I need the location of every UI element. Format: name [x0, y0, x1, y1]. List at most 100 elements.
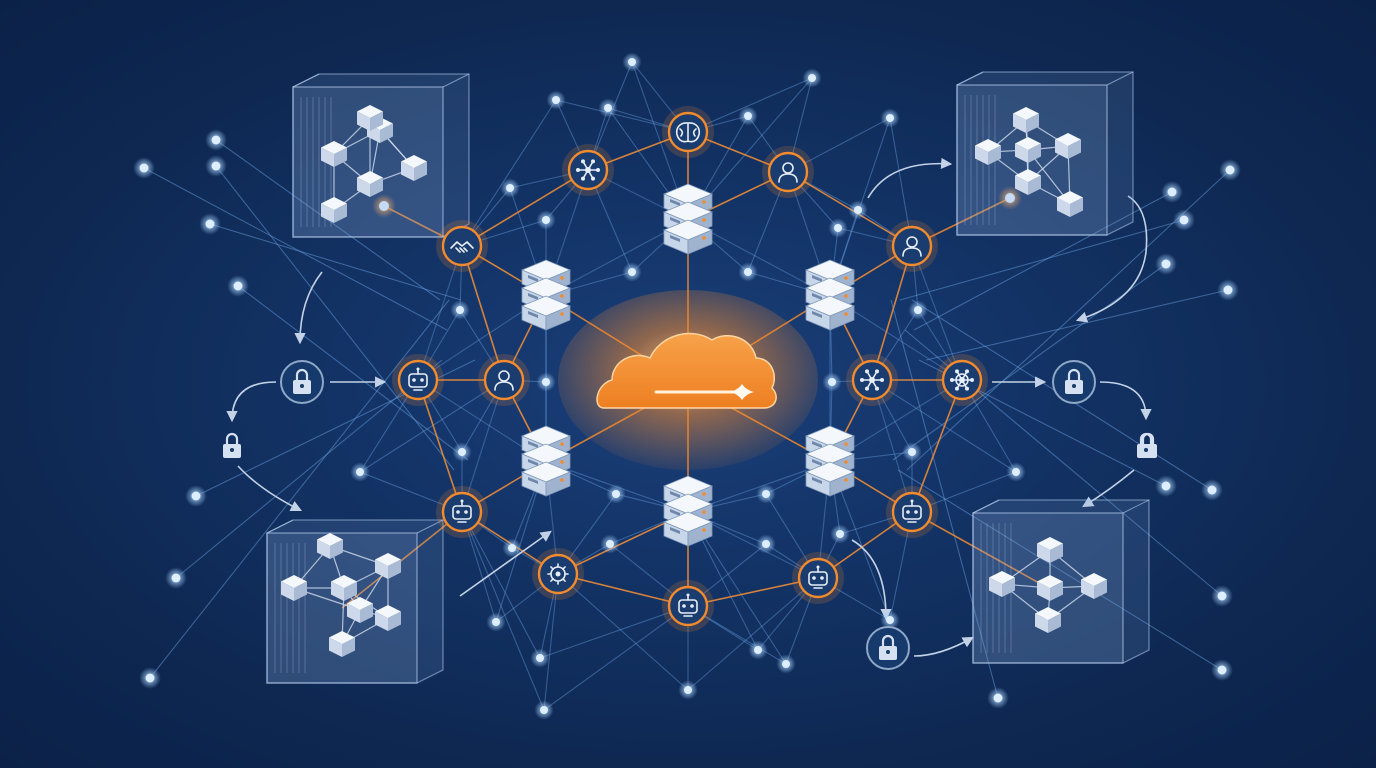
cube-cluster-icon	[972, 499, 1150, 664]
mesh-link	[461, 511, 545, 711]
flow-arrow	[913, 636, 974, 657]
node-dot	[1006, 462, 1026, 482]
mesh-link	[557, 573, 689, 691]
circuit-icon	[562, 144, 614, 196]
node-dot	[822, 372, 842, 392]
mesh-link	[543, 605, 689, 711]
lock-icon	[280, 360, 324, 404]
outer-link	[209, 223, 462, 301]
node-dot	[486, 612, 506, 632]
node-dot	[227, 275, 249, 297]
node-dot	[848, 200, 868, 220]
primary-link	[687, 577, 819, 607]
server-stack-icon	[804, 425, 856, 497]
flow-arrow	[237, 465, 303, 512]
mesh-link	[461, 511, 541, 659]
mesh-link	[359, 379, 505, 473]
flow-arrow	[1082, 469, 1135, 508]
mesh-link	[543, 573, 559, 711]
flow-arrow	[1075, 195, 1148, 323]
node-dot	[802, 68, 822, 88]
node-dot	[133, 157, 155, 179]
lock-icon	[866, 626, 910, 670]
flow-arrow	[459, 530, 552, 597]
primary-link	[417, 379, 463, 513]
node-dot	[536, 372, 556, 392]
primary-link	[557, 573, 689, 607]
node-dot	[830, 524, 850, 544]
primary-link	[911, 511, 1049, 589]
server-stack-icon	[662, 475, 714, 547]
node-dot	[1173, 209, 1195, 231]
primary-link	[871, 245, 913, 381]
robot-icon	[792, 552, 844, 604]
node-dot	[530, 648, 550, 668]
node-dot	[738, 262, 758, 282]
primary-link	[911, 379, 963, 513]
mesh-link	[555, 99, 689, 133]
node-dot	[1217, 279, 1239, 301]
node-dot	[1201, 479, 1223, 501]
node-dot	[185, 485, 207, 507]
node-dot	[600, 534, 620, 554]
flow-arrow	[226, 381, 277, 423]
flow-arrow	[851, 539, 892, 621]
node-dot	[622, 52, 642, 72]
server-stack-icon	[520, 425, 572, 497]
node-dot	[606, 484, 626, 504]
node-dot	[1155, 475, 1177, 497]
cloud-icon	[558, 290, 818, 470]
lock-icon	[223, 432, 241, 458]
gear-icon	[532, 548, 584, 600]
server-stack-icon	[804, 259, 856, 331]
node-dot	[139, 667, 161, 689]
user-icon	[762, 146, 814, 198]
node-dot	[350, 462, 370, 482]
node-dot	[598, 98, 618, 118]
outer-link	[237, 285, 469, 461]
node-dot	[199, 213, 221, 235]
node-dot	[748, 640, 768, 660]
outer-link	[215, 165, 455, 471]
node-dot	[500, 178, 520, 198]
outer-link	[892, 263, 1167, 461]
node-dot	[738, 106, 758, 126]
node-dot	[502, 538, 522, 558]
mesh-link	[539, 605, 689, 659]
node-dot	[756, 484, 776, 504]
robot-icon	[662, 580, 714, 632]
mesh-link	[871, 379, 913, 513]
mesh-link	[461, 99, 557, 247]
lock-icon	[1052, 360, 1096, 404]
node-dot	[1219, 159, 1241, 181]
outer-link	[913, 191, 1173, 331]
node-dot	[1161, 181, 1183, 203]
node-dot	[1155, 253, 1177, 275]
mesh-link	[911, 245, 963, 381]
node-dot	[622, 262, 642, 282]
node-dot	[776, 654, 796, 674]
node-dot	[205, 129, 227, 151]
node-dot	[880, 610, 900, 630]
mesh-link	[461, 379, 505, 513]
outer-link	[890, 299, 999, 699]
flow-arrow	[867, 157, 953, 199]
node-dot	[880, 108, 900, 128]
node-dot	[452, 442, 472, 462]
robot-icon	[392, 354, 444, 406]
mesh-link	[687, 577, 819, 691]
outer-link	[899, 219, 1185, 301]
cube-cluster-icon	[956, 71, 1134, 236]
node-dot	[534, 700, 554, 720]
robot-icon	[886, 486, 938, 538]
user-icon	[886, 220, 938, 272]
robot-icon	[436, 486, 488, 538]
node-dot	[908, 300, 928, 320]
node-dot	[165, 567, 187, 589]
brain-icon	[662, 106, 714, 158]
mesh-link	[687, 77, 813, 133]
primary-link	[461, 169, 589, 247]
handshake-icon	[436, 220, 488, 272]
node-dot	[205, 155, 227, 177]
node-dot	[987, 687, 1009, 709]
